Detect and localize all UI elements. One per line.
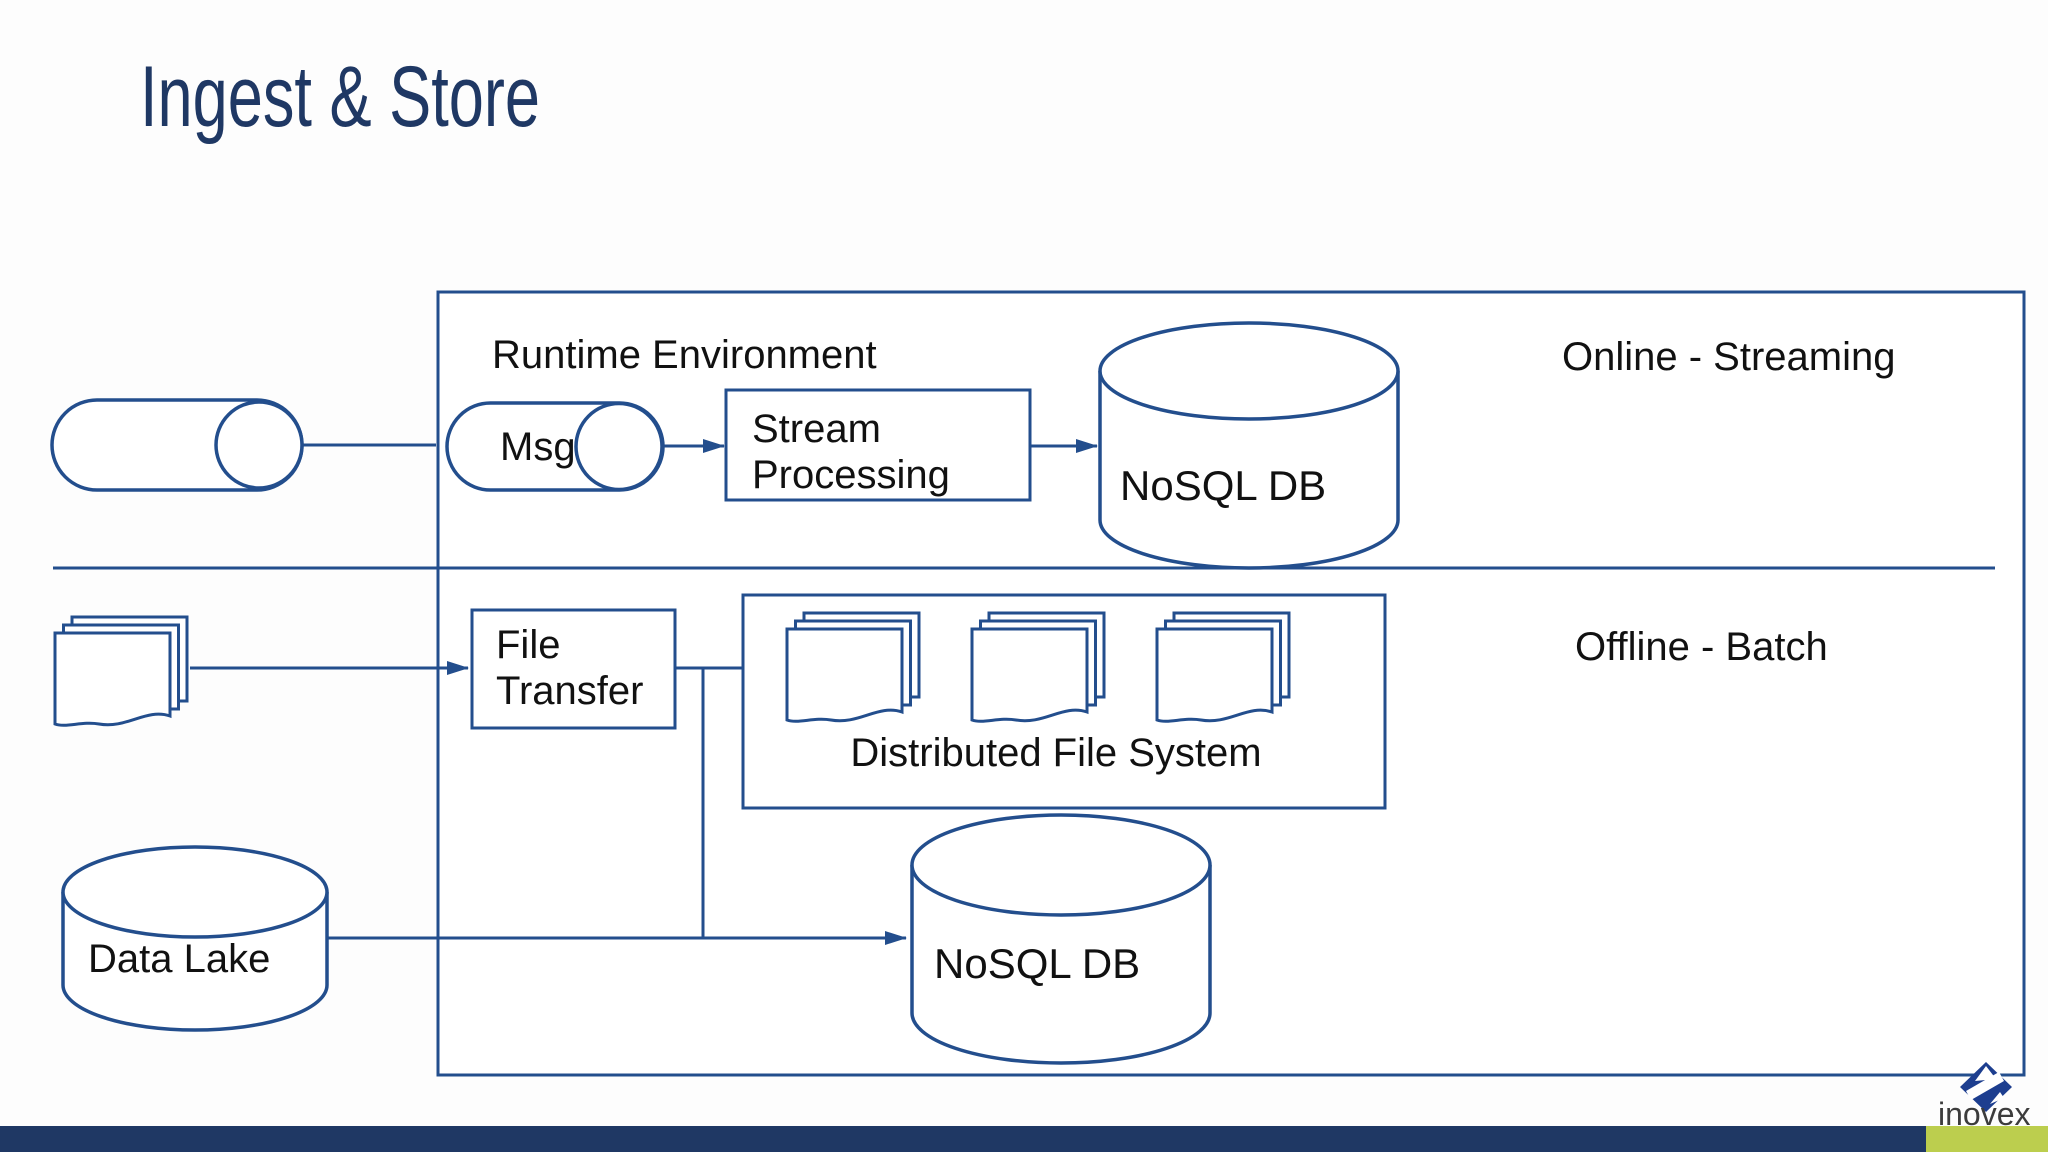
source-files-icon <box>53 615 189 727</box>
dfs-files-icon-3 <box>1155 611 1291 723</box>
file-transfer-box <box>470 608 677 730</box>
footer-bar-navy <box>0 1126 1926 1152</box>
runtime-environment-label: Runtime Environment <box>492 333 877 377</box>
dfs-files-icon-2 <box>970 611 1106 723</box>
stream-processing-label-line1: Stream <box>752 407 881 451</box>
nosql-db-top-cylinder <box>1098 321 1400 570</box>
online-streaming-label: Online - Streaming <box>1562 335 1895 379</box>
footer-bar-green <box>1926 1126 2048 1152</box>
nosql-db-top-label: NoSQL DB <box>1120 462 1326 509</box>
offline-batch-label: Offline - Batch <box>1575 625 1828 669</box>
stream-processing-box <box>724 388 1032 502</box>
nosql-db-bottom-label: NoSQL DB <box>934 940 1140 987</box>
nosql-db-bottom-cylinder <box>910 813 1212 1065</box>
msg-queue-icon <box>445 401 665 492</box>
dfs-label: Distributed File System <box>850 731 1261 775</box>
data-lake-cylinder <box>61 845 329 1032</box>
file-transfer-label-line2: Transfer <box>496 669 643 713</box>
file-transfer-label-line1: File <box>496 623 560 667</box>
stream-processing-label-line2: Processing <box>752 453 950 497</box>
external-queue-icon <box>50 398 304 492</box>
page-title: Ingest & Store <box>140 49 540 145</box>
msg-label: Msg <box>500 425 576 469</box>
inovex-logo-icon <box>1960 1062 2012 1112</box>
data-lake-label: Data Lake <box>88 937 270 981</box>
dfs-files-icon-1 <box>785 611 921 723</box>
